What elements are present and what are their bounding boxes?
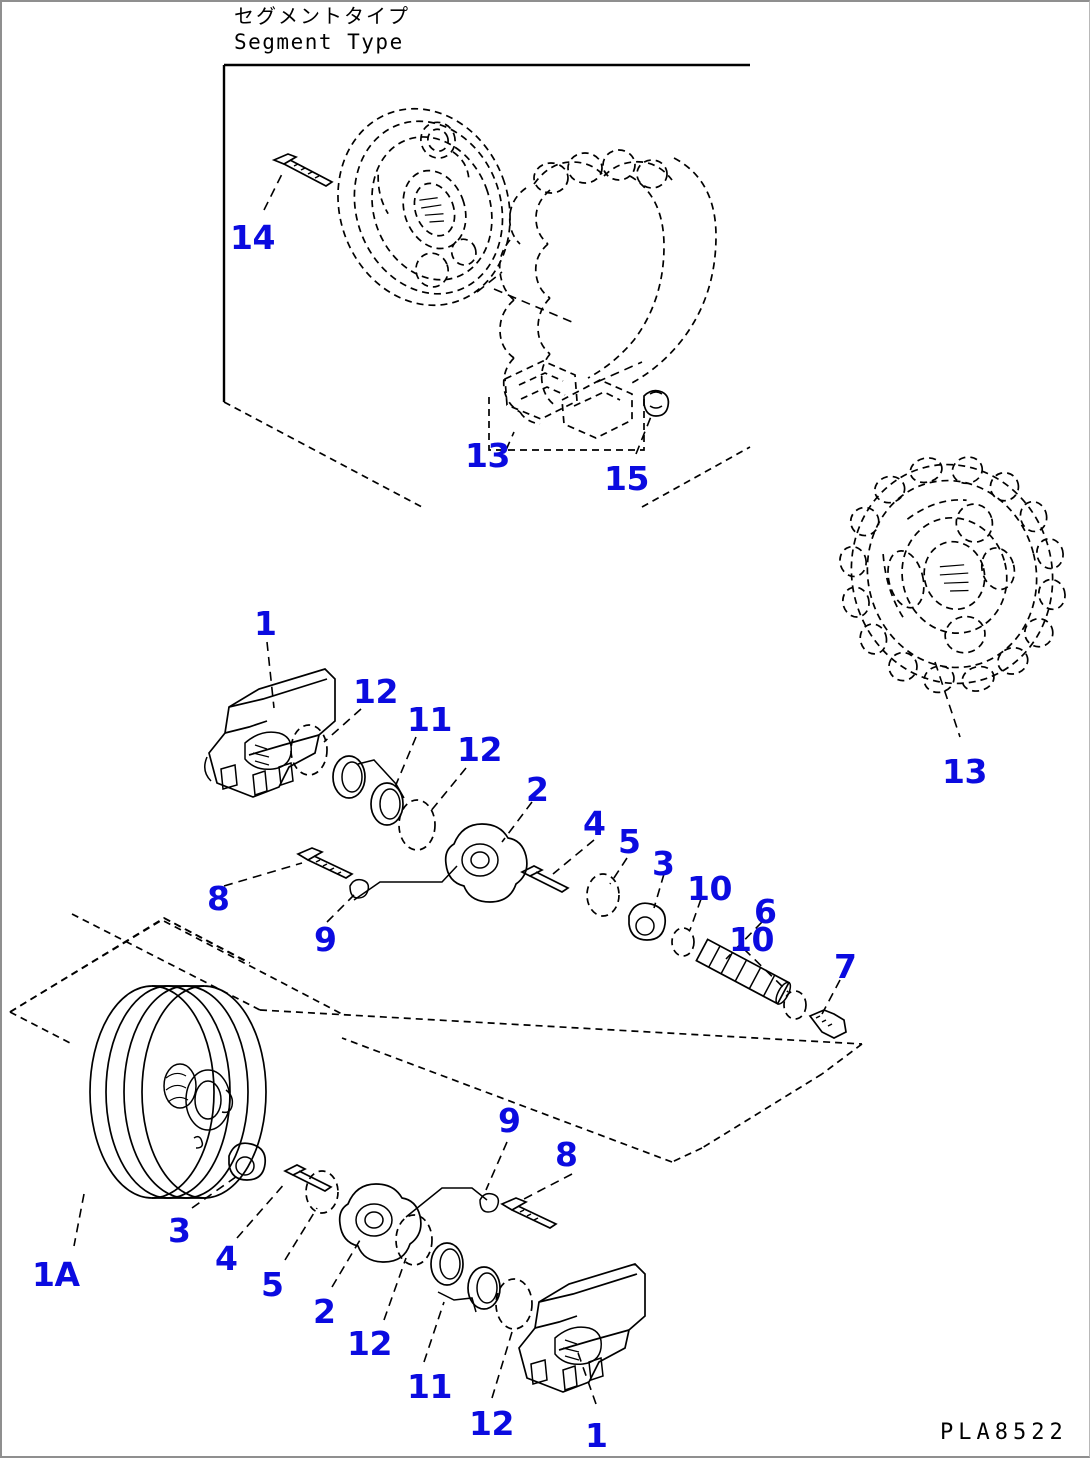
callout-number-12: 12 bbox=[457, 730, 502, 769]
callout-number-13: 13 bbox=[942, 752, 987, 791]
callout-number-3: 3 bbox=[652, 844, 675, 883]
callout-number-12: 12 bbox=[469, 1404, 514, 1443]
callout-number-4: 4 bbox=[215, 1239, 238, 1278]
callout-number-3: 3 bbox=[168, 1211, 191, 1250]
callout-number-1: 1 bbox=[254, 604, 277, 643]
callout-number-14: 14 bbox=[230, 218, 275, 257]
callout-number-8: 8 bbox=[555, 1135, 578, 1174]
callout-number-2: 2 bbox=[526, 770, 549, 809]
segment-sprocket-hub-illustration bbox=[263, 107, 717, 455]
segment-type-frame bbox=[222, 63, 751, 508]
callout-number-6: 6 bbox=[754, 892, 777, 931]
group-title-japanese: セグメントタイプ bbox=[234, 4, 410, 28]
callout-number-11: 11 bbox=[407, 1367, 452, 1406]
callout-number-4: 4 bbox=[583, 804, 606, 843]
callout-number-1a: 1A bbox=[32, 1255, 80, 1294]
callout-number-10: 10 bbox=[687, 869, 732, 908]
callout-number-13: 13 bbox=[465, 436, 510, 475]
segment-chain-illustration bbox=[476, 149, 717, 455]
callout-number-2: 2 bbox=[313, 1292, 336, 1331]
callout-number-15: 15 bbox=[604, 459, 649, 498]
callout-number-11: 11 bbox=[407, 700, 452, 739]
callout-number-12: 12 bbox=[347, 1324, 392, 1363]
ground-plane-outline bbox=[9, 917, 251, 1013]
idler-wheel-illustration bbox=[9, 913, 863, 1405]
sprocket-wheel-illustration bbox=[839, 456, 1066, 738]
callout-number-5: 5 bbox=[261, 1265, 284, 1304]
group-title-english: Segment Type bbox=[234, 30, 404, 54]
callout-number-5: 5 bbox=[618, 822, 641, 861]
callout-number-9: 9 bbox=[314, 920, 337, 959]
callout-number-1: 1 bbox=[585, 1416, 608, 1455]
drawing-number: PLA8522 bbox=[940, 1420, 1068, 1445]
callout-number-7: 7 bbox=[834, 947, 857, 986]
callout-number-8: 8 bbox=[207, 879, 230, 918]
callout-number-10: 10 bbox=[729, 920, 774, 959]
upper-exploded-assembly bbox=[204, 641, 847, 1039]
callout-number-12: 12 bbox=[353, 672, 398, 711]
callout-number-9: 9 bbox=[498, 1101, 521, 1140]
